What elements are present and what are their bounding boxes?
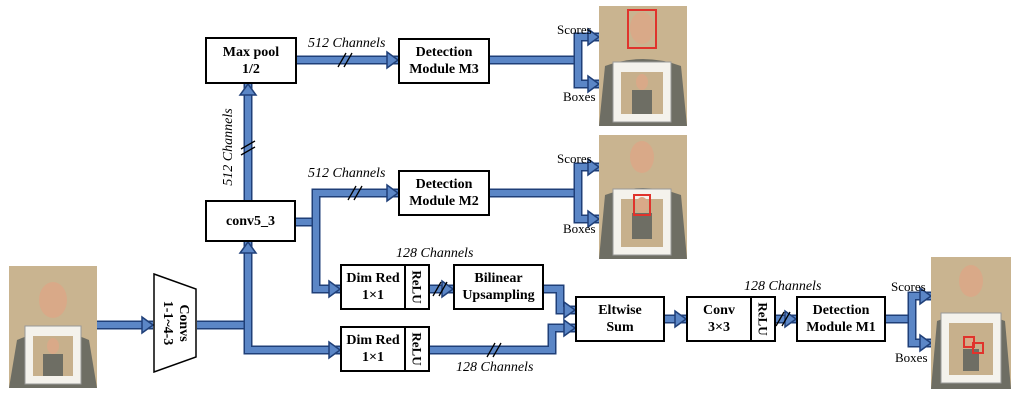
channel-label-128-top: 128 Channels bbox=[396, 246, 474, 261]
convs-trapezoid: Convs 1-1~4-3 bbox=[153, 273, 197, 373]
detection-module-m2: Detection Module M2 bbox=[398, 170, 490, 216]
arrow-m2-boxes-head bbox=[587, 209, 601, 229]
relu-conv-label: ReLU bbox=[756, 302, 771, 336]
dimred-bottom-label: Dim Red 1×1 bbox=[346, 333, 400, 365]
channel-label-128-bottom: 128 Channels bbox=[456, 360, 534, 375]
arrow-to-dimred-bottom-outline bbox=[243, 325, 340, 355]
conv3x3-block: Conv 3×3 ReLU bbox=[686, 296, 776, 342]
output-photo-m1 bbox=[931, 257, 1011, 389]
slash-m1 bbox=[775, 311, 791, 327]
arrow-to-maxpool-head bbox=[238, 82, 258, 96]
convs-label: Convs 1-1~4-3 bbox=[160, 300, 191, 346]
arrow-to-m2-outline bbox=[311, 188, 398, 222]
channel-label-m1: 128 Channels bbox=[744, 279, 822, 294]
eltwise-sum-block: Eltwise Sum bbox=[575, 296, 665, 342]
slash-m3 bbox=[337, 52, 353, 68]
maxpool-block: Max pool 1/2 bbox=[205, 37, 297, 84]
arrow-to-dimred-bottom-head bbox=[328, 340, 342, 360]
output-photo-m3 bbox=[599, 6, 687, 126]
boxes-label-m1: Boxes bbox=[895, 350, 928, 365]
arrow-m3-boxes-head bbox=[587, 74, 601, 94]
arrow-to-conv3x3-head bbox=[674, 309, 688, 329]
bilinear-upsampling-block: Bilinear Upsampling bbox=[453, 264, 544, 310]
scores-label-m3: Scores bbox=[557, 22, 592, 37]
arrow-to-m2-shaft bbox=[313, 190, 398, 222]
channel-label-m3: 512 Channels bbox=[308, 36, 386, 51]
input-photo bbox=[9, 266, 97, 388]
dimred-block-top: Dim Red 1×1 ReLU bbox=[340, 264, 430, 310]
arrow-m1-scores-head bbox=[919, 286, 933, 306]
arrow-dimred-eltwise-head bbox=[563, 318, 577, 338]
scores-label-m2: Scores bbox=[557, 151, 592, 166]
slash-top-128 bbox=[432, 281, 448, 297]
arrow-to-dimred-top-head bbox=[328, 279, 342, 299]
arrow-to-m2-head bbox=[386, 183, 400, 203]
bilinear-label: Bilinear Upsampling bbox=[462, 271, 535, 303]
detection-module-m1: Detection Module M1 bbox=[796, 296, 886, 342]
arrow-m3-scores-head bbox=[587, 27, 601, 47]
output-photo-m2 bbox=[599, 135, 687, 259]
arrow-bilinear-eltwise-head bbox=[563, 300, 577, 320]
arrow-input-head bbox=[141, 315, 155, 335]
det-m1-label: Detection Module M1 bbox=[806, 303, 876, 335]
scores-label-m1: Scores bbox=[891, 279, 926, 294]
slash-vertical bbox=[240, 140, 256, 156]
slash-m2 bbox=[347, 185, 363, 201]
channel-label-m2: 512 Channels bbox=[308, 166, 386, 181]
relu-top-label: ReLU bbox=[410, 270, 425, 304]
boxes-label-m2: Boxes bbox=[563, 221, 596, 236]
arrow-to-dimred-bottom-shaft bbox=[245, 325, 340, 353]
channel-label-vertical: 512 Channels bbox=[221, 108, 236, 186]
detection-module-m3: Detection Module M3 bbox=[398, 38, 490, 84]
relu-bottom-label: ReLU bbox=[410, 332, 425, 366]
slash-bottom-128 bbox=[486, 342, 502, 358]
maxpool-label: Max pool 1/2 bbox=[222, 44, 280, 77]
arrow-to-m3-head bbox=[386, 50, 400, 70]
boxes-label-m3: Boxes bbox=[563, 89, 596, 104]
conv3x3-label: Conv 3×3 bbox=[703, 303, 735, 335]
det-m2-label: Detection Module M2 bbox=[409, 177, 479, 209]
arrow-to-dimred-top-outline bbox=[311, 222, 340, 294]
arrow-to-conv53-head bbox=[238, 240, 258, 254]
conv53-label: conv5_3 bbox=[226, 213, 275, 229]
det-m3-label: Detection Module M3 bbox=[409, 45, 479, 77]
arrow-m1-boxes-head bbox=[919, 333, 933, 353]
conv5_3-block: conv5_3 bbox=[205, 200, 296, 242]
dimred-block-bottom: Dim Red 1×1 ReLU bbox=[340, 326, 430, 372]
arrow-m2-scores-head bbox=[587, 157, 601, 177]
eltwise-label: Eltwise Sum bbox=[598, 303, 642, 335]
dimred-top-label: Dim Red 1×1 bbox=[346, 271, 400, 303]
